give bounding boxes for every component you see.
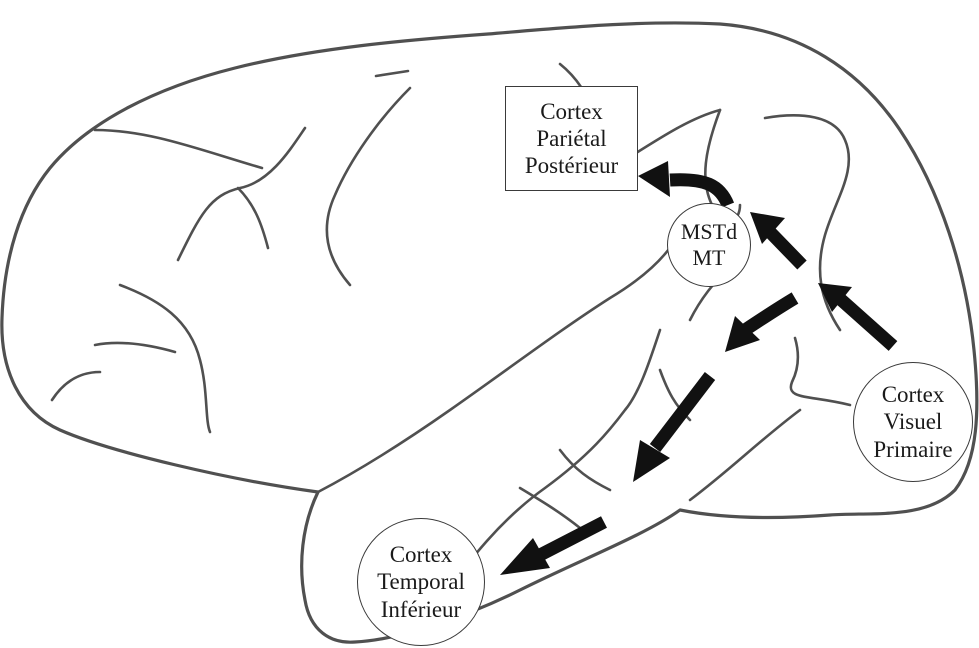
node-label-line: MT bbox=[693, 245, 726, 271]
lateral-fissure bbox=[318, 245, 672, 492]
node-label-line: Visuel bbox=[884, 408, 943, 435]
principal-sulcus bbox=[95, 130, 262, 168]
arrow-mt-upper bbox=[750, 212, 802, 265]
node-label-line: Cortex bbox=[540, 98, 603, 125]
node-mstd-mt: MSTd MT bbox=[667, 203, 751, 287]
node-label-line: Postérieur bbox=[525, 152, 618, 179]
frontal-small-sulcus bbox=[376, 71, 408, 76]
hemisphere-outline bbox=[2, 23, 977, 642]
temporal-branch-3 bbox=[520, 488, 580, 528]
arrow-v1-to-it-seg2 bbox=[633, 376, 710, 482]
node-label-line: Temporal bbox=[377, 568, 465, 595]
node-posterior-parietal-cortex: Cortex Pariétal Postérieur bbox=[505, 86, 638, 191]
orbital-sulcus bbox=[52, 372, 100, 400]
arrow-mt-to-parietal bbox=[638, 161, 728, 205]
node-inferior-temporal-cortex: Cortex Temporal Inférieur bbox=[357, 518, 485, 646]
sts-lower-branch bbox=[791, 338, 850, 405]
arrow-v1-to-mt bbox=[818, 283, 893, 346]
node-label-line: Cortex bbox=[882, 381, 945, 408]
node-label-line: Cortex bbox=[390, 541, 453, 568]
node-label-line: Inférieur bbox=[381, 596, 461, 623]
node-label-line: Pariétal bbox=[536, 125, 606, 152]
lower-frontal-sulcus bbox=[120, 285, 210, 432]
arrow-v1-to-it-seg3 bbox=[500, 522, 604, 575]
arrow-v1-to-it-seg1 bbox=[725, 298, 795, 352]
central-sulcus bbox=[327, 88, 410, 285]
arcuate-branch bbox=[238, 188, 268, 248]
node-primary-visual-cortex: Cortex Visuel Primaire bbox=[853, 362, 973, 482]
inferior-occipital-sulcus bbox=[690, 410, 800, 500]
precentral-dimple bbox=[95, 343, 175, 352]
node-label-line: MSTd bbox=[681, 219, 737, 245]
node-label-line: Primaire bbox=[873, 436, 952, 463]
